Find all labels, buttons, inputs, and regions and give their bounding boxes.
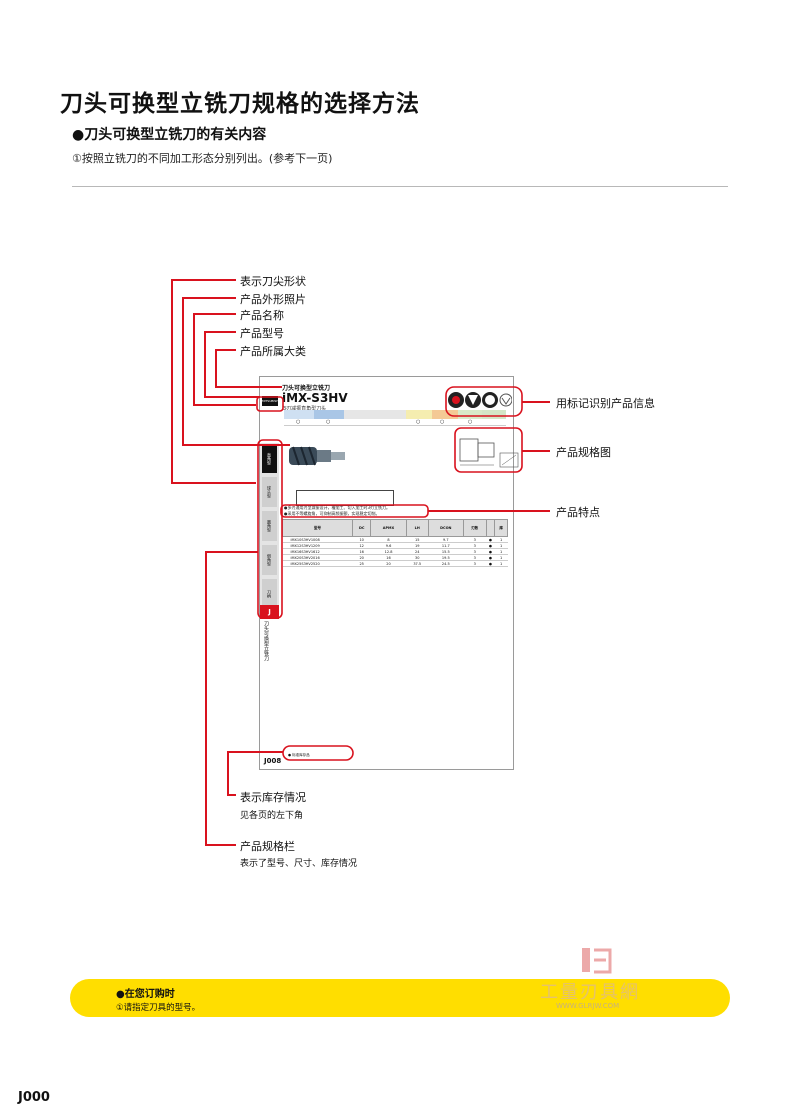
- catalog-side-label: 刀头可换型立铣刀: [263, 621, 269, 661]
- callout-spec-drawing: 产品规格图: [556, 446, 611, 459]
- product-mark-icons: [448, 392, 512, 408]
- callout-stock-note: 见各页的左下角: [240, 811, 304, 821]
- table-header: 刃数: [462, 519, 487, 537]
- application-marks: ○○ ○○○: [284, 419, 506, 426]
- catalog-tab: 刀柄: [262, 579, 277, 609]
- callout-stock-title: 表示库存情况: [240, 791, 306, 804]
- spec-drawing-icon: [459, 438, 519, 468]
- callout-spec-column-note: 表示了型号、尺寸、库存情况: [240, 859, 358, 869]
- table-header: APMX: [370, 519, 407, 537]
- callout-product-model: 产品型号: [240, 327, 284, 340]
- callout-spec-column-title: 产品规格栏: [240, 840, 295, 853]
- callout-marks-info: 用标记识别产品信息: [556, 397, 655, 410]
- page-number: J000: [18, 1090, 50, 1105]
- order-note: ①请指定刀具的型号。: [116, 1003, 201, 1013]
- section-title: ●刀头可换型立铣刀的有关内容: [72, 127, 267, 143]
- catalog-side-tabs: 直角型 球头型 圆角型 倒角型 刀柄: [260, 443, 279, 617]
- catalog-product-name: iMX-S3HV: [282, 391, 348, 405]
- table-header: 库: [494, 519, 508, 537]
- catalog-tab-active: 直角型: [262, 445, 277, 473]
- callout-product-photo: 产品外形照片: [240, 293, 306, 306]
- catalog-page-sample: MITSUBISHI 刀头可换型立铣刀 iMX-S3HV 3刃减振直角型刀头 ○…: [259, 376, 519, 770]
- table-header: 型号: [282, 519, 353, 537]
- catalog-tab: 球头型: [262, 477, 277, 507]
- table-header: LH: [405, 519, 429, 537]
- callout-product-category: 产品所属大类: [240, 345, 306, 358]
- table-header: DCON: [427, 519, 464, 537]
- catalog-tab: 圆角型: [262, 511, 277, 541]
- watermark-text: 工量刃具網: [540, 982, 640, 1003]
- order-notice-band: [70, 979, 730, 1017]
- catalog-category: 刀头可换型立铣刀: [282, 385, 331, 392]
- page-title: 刀头可换型立铣刀规格的选择方法: [60, 91, 420, 117]
- catalog-page-number: J008: [264, 757, 282, 765]
- watermark-logo-icon: [582, 948, 612, 974]
- section-note: ①按照立铣刀的不同加工形态分别列出。(参考下一页): [72, 152, 333, 165]
- catalog-features: ●多刃通用刃型减振设计，槽加工、切入加工时3刃立铣刀。 ●采用不等螺旋角，可抑制…: [284, 505, 390, 517]
- feature-line: ●采用不等螺旋角，可抑制高频振颤，实现稳定切削。: [284, 511, 380, 516]
- watermark-url: WWW.GLRJW.COM: [556, 1002, 620, 1010]
- catalog-red-tab: J: [260, 605, 279, 619]
- callout-tip-shape: 表示刀尖形状: [240, 275, 306, 288]
- watermark: 工量刃具網 WWW.GLRJW.COM: [540, 946, 680, 1016]
- table-header: DC: [351, 519, 372, 537]
- application-strip: [284, 410, 506, 419]
- stock-legend: ● 标准库存品: [288, 753, 310, 757]
- top-divider: [72, 186, 728, 187]
- brand-logo: MITSUBISHI: [262, 396, 279, 406]
- callout-product-name: 产品名称: [240, 309, 284, 322]
- callout-features: 产品特点: [556, 506, 600, 519]
- catalog-tab: 倒角型: [262, 545, 277, 575]
- product-photo-icon: [289, 446, 345, 466]
- order-title: ●在您订购时: [116, 989, 175, 1000]
- catalog-product-subtitle: 3刃减振直角型刀头: [283, 406, 327, 412]
- feature-line: ●多刃通用刃型减振设计，槽加工、切入加工时3刃立铣刀。: [284, 505, 391, 510]
